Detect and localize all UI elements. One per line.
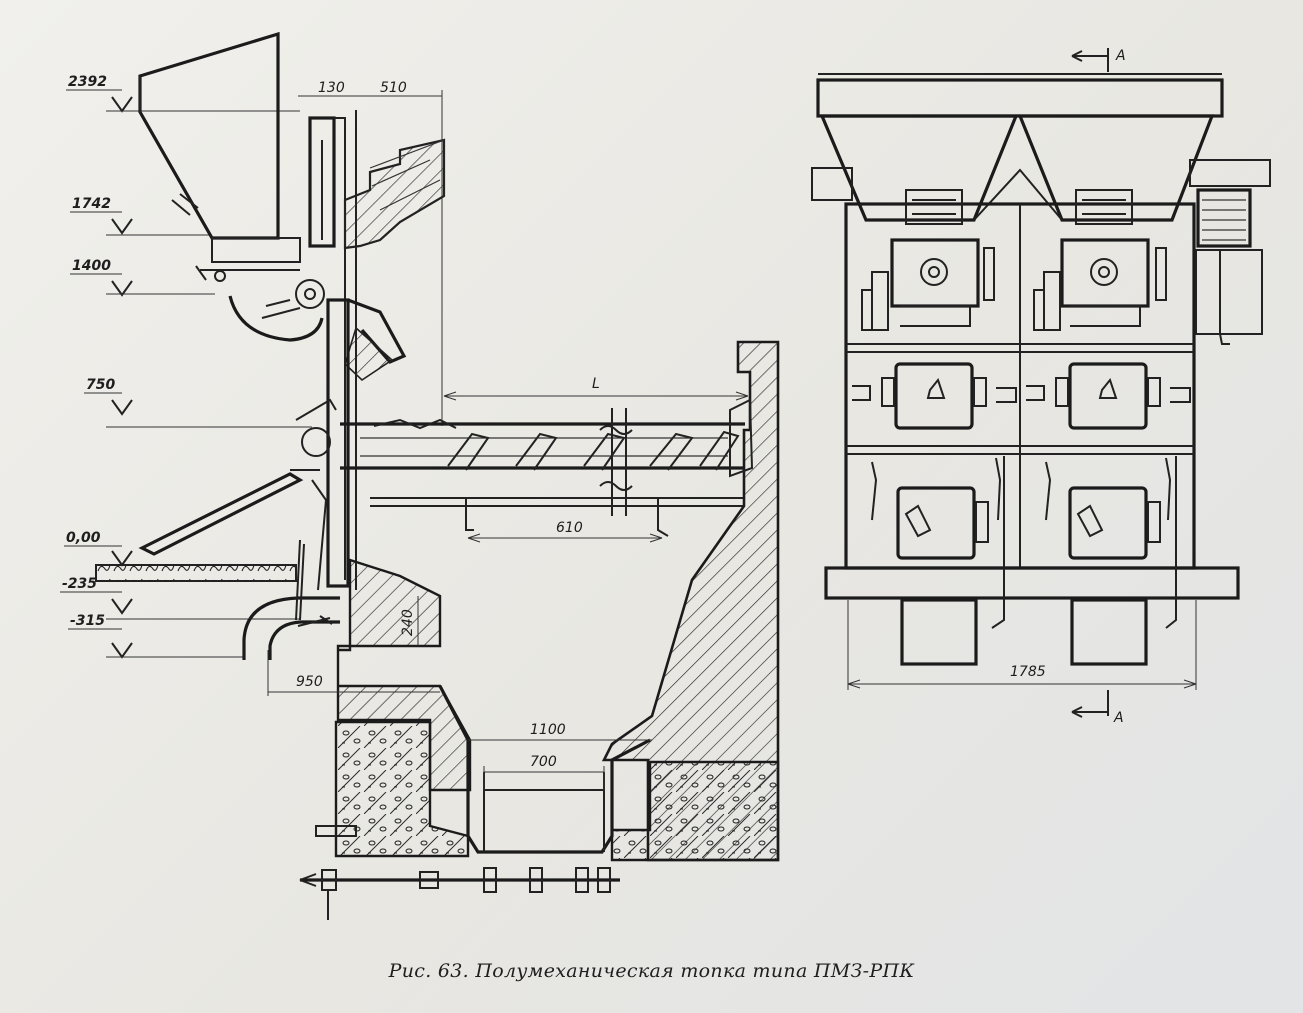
air-duct — [242, 596, 340, 660]
dim-950: 950 — [267, 650, 440, 696]
dim-130: 130 — [298, 80, 346, 97]
feeder-unit-left — [861, 189, 995, 331]
level-marker-2392: 2392 — [66, 74, 300, 113]
svg-text:A: A — [1115, 48, 1126, 64]
level-label: 0,00 — [66, 530, 101, 546]
level-label: -235 — [62, 576, 97, 592]
svg-text:1100: 1100 — [530, 722, 566, 738]
drive-shaft — [299, 825, 620, 920]
svg-text:950: 950 — [296, 674, 323, 690]
figure-caption: Рис. 63. Полумеханическая топка типа ПМЗ… — [388, 960, 915, 982]
svg-text:130: 130 — [318, 80, 345, 96]
floor-beam — [824, 566, 1240, 600]
svg-text:1785: 1785 — [1010, 664, 1046, 680]
level-label: 750 — [86, 377, 115, 393]
top-beam — [816, 78, 1224, 118]
ash-pit — [438, 685, 651, 854]
level-marker-315: -315 — [68, 613, 245, 659]
dim-700: 700 — [483, 754, 605, 790]
dim-610: 610 — [467, 520, 663, 543]
fuel-hopper — [138, 31, 280, 240]
upper-door-left — [852, 362, 1017, 430]
rotary-feeder — [228, 295, 324, 342]
level-label: 2392 — [68, 74, 107, 90]
front-wall-column — [326, 298, 350, 588]
svg-text:A: A — [1113, 710, 1124, 726]
level-label: -315 — [70, 613, 105, 629]
svg-text:L: L — [592, 376, 600, 392]
level-label: 1400 — [72, 258, 111, 274]
section-marker-bottom: A — [1071, 690, 1124, 726]
lower-door-left — [871, 457, 1002, 560]
dim-length: L — [443, 376, 749, 401]
drive-motor — [1195, 188, 1263, 345]
svg-text:240: 240 — [400, 609, 416, 636]
level-marker-750: 750 — [84, 377, 312, 428]
brick-lining-upper — [343, 138, 446, 250]
poker-lever — [138, 472, 304, 556]
upper-door-right — [1026, 362, 1191, 430]
side-view: 2392 1742 1400 750 0,00 — [60, 31, 780, 920]
level-marker-0: 0,00 — [64, 530, 133, 567]
level-marker-235: -235 — [60, 576, 300, 620]
dim-1785: 1785 — [847, 600, 1197, 690]
feeder-unit-right — [1033, 189, 1167, 331]
ash-box-right — [1070, 598, 1148, 666]
level-label: 1742 — [72, 196, 111, 212]
dim-240: 240 — [400, 596, 419, 646]
hopper-right — [1017, 114, 1215, 222]
svg-text:610: 610 — [556, 520, 583, 536]
level-marker-1742: 1742 — [70, 196, 212, 236]
front-view: A A — [811, 48, 1271, 726]
insulation-right — [610, 760, 780, 862]
svg-text:510: 510 — [380, 80, 407, 96]
lower-door-right — [1045, 457, 1172, 560]
section-marker-top: A — [1071, 48, 1126, 72]
mechanical-grate — [340, 418, 745, 537]
dim-1100: 1100 — [468, 722, 652, 741]
level-marker-1400: 1400 — [70, 258, 215, 297]
svg-text:700: 700 — [530, 754, 557, 770]
upper-casing — [308, 116, 336, 248]
ash-box-left — [900, 598, 978, 666]
insulation-left — [334, 720, 470, 858]
floor-strip — [95, 564, 297, 582]
